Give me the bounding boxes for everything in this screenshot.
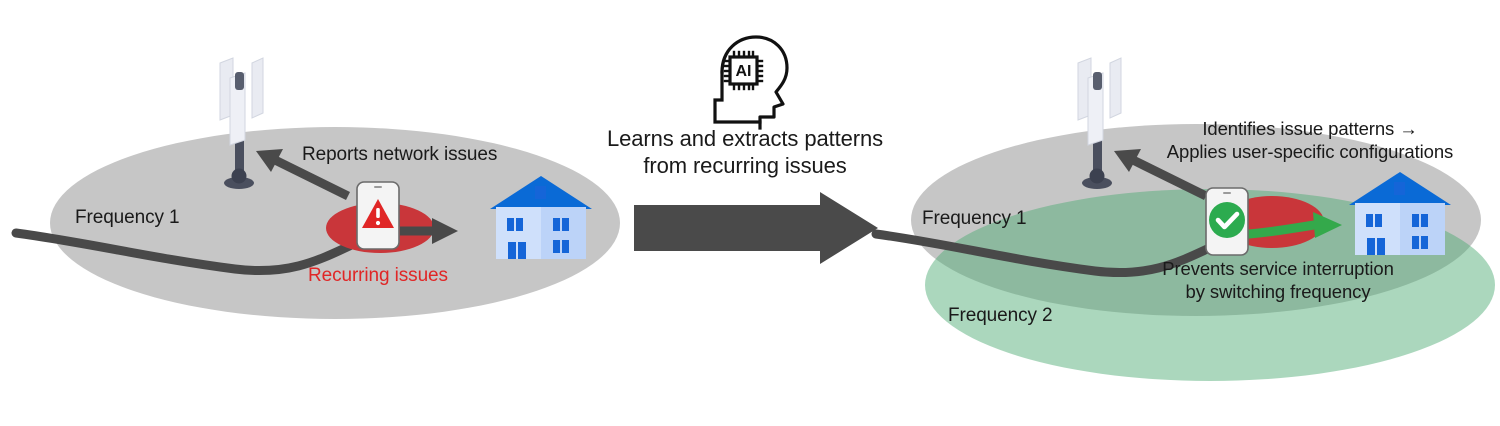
ai-head-chip-icon xyxy=(713,35,789,130)
prevents-line2: by switching frequency xyxy=(1185,280,1371,302)
smartphone-success-icon xyxy=(1205,187,1249,256)
house-icon-right xyxy=(1349,172,1451,255)
ai-chip-text: AI xyxy=(736,63,752,80)
identifies-arrow-right xyxy=(1114,149,1208,201)
signal-arrowhead-left xyxy=(432,218,458,244)
frequency-1-label-right: Frequency 1 xyxy=(922,208,1027,229)
reports-arrow-left xyxy=(256,149,350,201)
identifies-line1: Identifies issue patterns → xyxy=(1202,118,1418,139)
frequency-2-label: Frequency 2 xyxy=(948,305,1053,326)
center-caption-line2: from recurring issues xyxy=(643,152,847,178)
house-icon-left xyxy=(490,176,592,259)
center-caption-line1: Learns and extracts patterns xyxy=(606,126,884,151)
frequency-1-label-left: Frequency 1 xyxy=(75,207,180,228)
block-arrow-right-icon xyxy=(634,192,878,264)
green-check-circle-icon xyxy=(1209,202,1245,238)
cell-tower-icon-left xyxy=(219,57,264,189)
cell-tower-icon-right xyxy=(1077,57,1122,189)
smartphone-warning-icon xyxy=(356,181,400,250)
recurring-issues-label: Recurring issues xyxy=(308,265,448,286)
identifies-line2: Applies user-specific configurations xyxy=(1166,140,1454,162)
reports-network-issues-label: Reports network issues xyxy=(302,144,498,165)
signal-arrow-shaft-left xyxy=(400,226,440,236)
identifies-patterns-caption: Identifies issue patterns →Applies user-… xyxy=(1145,118,1475,164)
frequency-2-ellipse xyxy=(925,189,1495,381)
prevents-line1: Prevents service interruption xyxy=(1162,258,1394,279)
